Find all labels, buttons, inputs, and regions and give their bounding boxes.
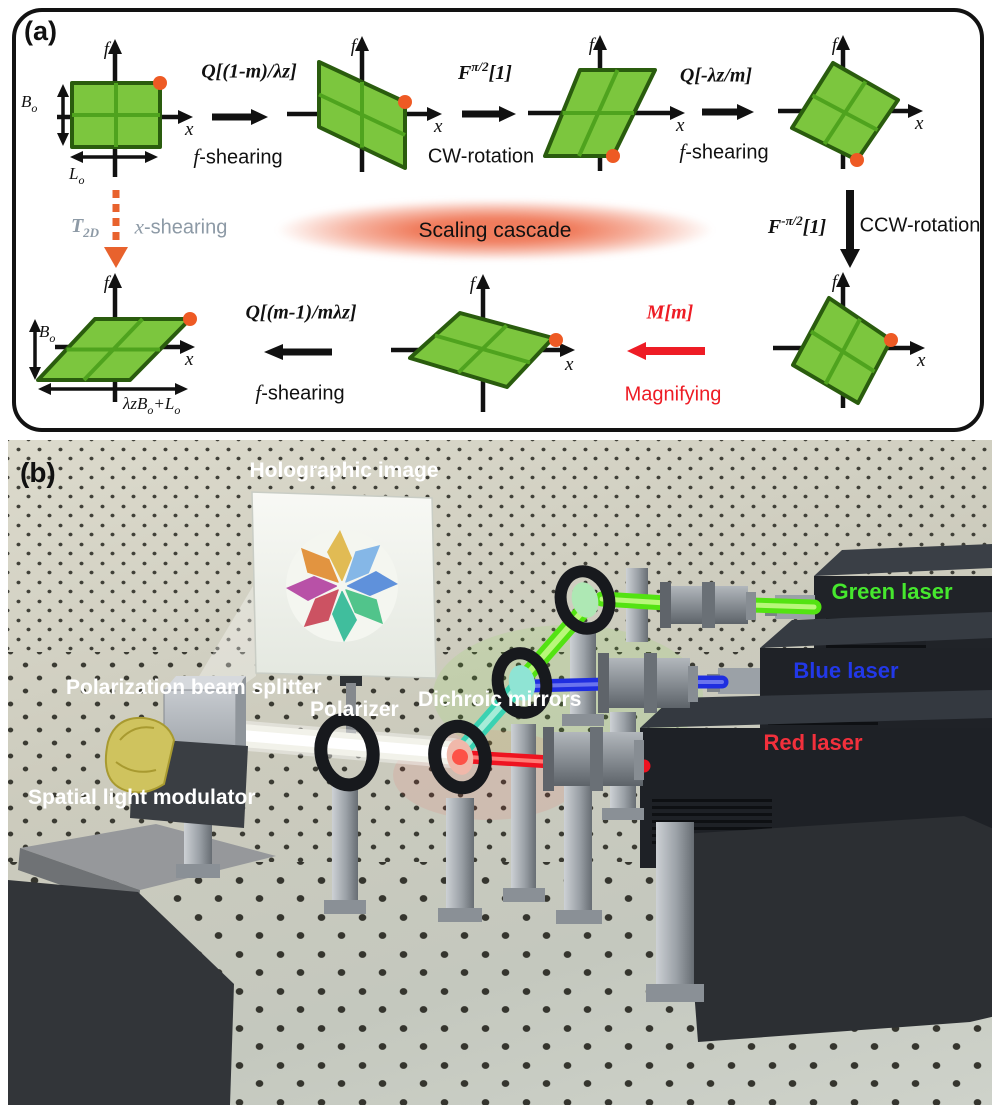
dichroic-mirror-upper <box>491 647 553 719</box>
pbs-label: Polarization beam splitter <box>66 676 322 699</box>
dimension-label: Bo <box>39 322 55 345</box>
step-name-q3: f-shearing <box>255 380 345 405</box>
x-axis-label: x <box>564 354 574 375</box>
phase-space-diagram-2: fx <box>287 36 443 172</box>
holographic-screen <box>251 491 437 741</box>
f-axis-label: f <box>104 273 112 294</box>
screen-clamp <box>340 676 362 686</box>
f-axis-label: f <box>470 274 478 295</box>
corner-marker-dot <box>850 153 864 167</box>
slm-ribbon-cable <box>104 716 176 794</box>
shape-cross-v <box>82 317 144 382</box>
red-lens-tube <box>543 727 644 791</box>
spatial-light-modulator <box>104 716 248 828</box>
x-shearing-dashed-arrow <box>104 190 128 268</box>
shape-cross-v <box>823 318 862 385</box>
magnify-arrow <box>627 342 705 360</box>
f-shearing-arrow-3 <box>264 344 332 360</box>
corner-marker-dot <box>183 312 197 326</box>
blue-laser-label: Blue laser <box>793 658 899 683</box>
lens-tubes <box>543 582 756 791</box>
screen-post <box>346 683 356 741</box>
step-name-cw: CW-rotation <box>427 145 535 168</box>
dichroic-mirrors-label: Dichroic mirrors <box>418 688 581 711</box>
step-name-ccw: CCW-rotation <box>859 214 981 237</box>
corner-marker-dot <box>153 76 167 90</box>
shape-cross-v <box>577 69 620 157</box>
f-shearing-arrow-2 <box>702 104 754 120</box>
phase-space-diagram-5: fx <box>773 272 926 408</box>
dimension-label: λzBo+Lo <box>122 394 180 417</box>
f-axis-label: f <box>104 39 112 60</box>
green-laser-label: Green laser <box>831 579 953 604</box>
driver-box-right <box>682 816 992 1042</box>
operator-cw: Fπ/2[1] <box>458 59 512 84</box>
dimension-label: Bo <box>21 92 37 115</box>
holographic-image-label: Holographic image <box>249 459 438 482</box>
f-shearing-arrow-1 <box>212 109 268 125</box>
corner-marker-dot <box>606 149 620 163</box>
panel-a-label: (a) <box>24 16 57 46</box>
corner-marker-dot <box>549 333 563 347</box>
scaling-cascade-band <box>272 200 718 260</box>
phase-space-diagram-6: fx <box>391 274 575 412</box>
polarizer-ring <box>314 712 380 792</box>
slm-driver-box <box>8 824 276 1105</box>
x-axis-label: x <box>914 113 924 134</box>
red-laser-label: Red laser <box>763 730 862 755</box>
mirror-mounts <box>314 565 616 795</box>
operator-magnify: M[m] <box>646 301 694 324</box>
cw-rotation-arrow <box>462 106 516 122</box>
blue-lens-tube <box>598 653 698 713</box>
step-name-q1: f-shearing <box>193 144 283 169</box>
polarizer-label: Polarizer <box>310 698 399 721</box>
dichroic-mirror-lower <box>428 719 492 795</box>
corner-marker-dot <box>884 333 898 347</box>
phase-space-diagram-7: f x Bo λzBo+Lo <box>29 273 197 417</box>
operator-ccw: F-π/2[1] <box>767 213 827 238</box>
x-axis-label: x <box>916 350 926 371</box>
dimension-label: Lo <box>68 164 84 187</box>
x-axis-label: x <box>433 116 443 137</box>
operator-q2: Q[-λz/m] <box>679 64 753 87</box>
f-axis-label: f <box>351 36 359 57</box>
pinwheel-image <box>286 530 398 642</box>
phase-space-diagram-4: fx <box>778 35 924 169</box>
operator-q3: Q[(m-1)/mλz] <box>245 301 357 324</box>
f-axis-label: f <box>589 35 597 56</box>
operator-t2d: T2D <box>70 215 100 240</box>
step-name-magnify: Magnifying <box>624 383 722 406</box>
f-axis-label: f <box>832 272 840 293</box>
shape-cross-v <box>822 80 868 146</box>
operator-q1: Q[(1-m)/λz] <box>201 60 297 83</box>
green-mirror <box>554 565 616 635</box>
shape-cross-v <box>457 324 508 374</box>
ccw-rotation-arrow <box>840 190 860 268</box>
slm-label: Spatial light modulator <box>28 786 256 809</box>
corner-marker-dot <box>398 95 412 109</box>
step-name-q2: f-shearing <box>679 139 769 164</box>
scaling-cascade-label: Scaling cascade <box>418 219 572 242</box>
x-axis-label: x <box>184 349 194 370</box>
optical-posts <box>324 568 704 1002</box>
x-axis-label: x <box>675 115 685 136</box>
optical-setup-scene: Holographic image Polarization beam spli… <box>8 457 992 1105</box>
transform-arrows-overlay <box>104 104 860 360</box>
panel-b-photo: Holographic image Polarization beam spli… <box>8 440 992 1105</box>
step-name-t2d: x-shearing <box>134 214 228 239</box>
f-axis-label: f <box>832 35 840 56</box>
panel-b-label: (b) <box>20 457 56 488</box>
green-lens-tube <box>660 582 756 628</box>
phase-space-diagram-3: fx <box>528 35 685 171</box>
x-axis-label: x <box>184 119 194 140</box>
